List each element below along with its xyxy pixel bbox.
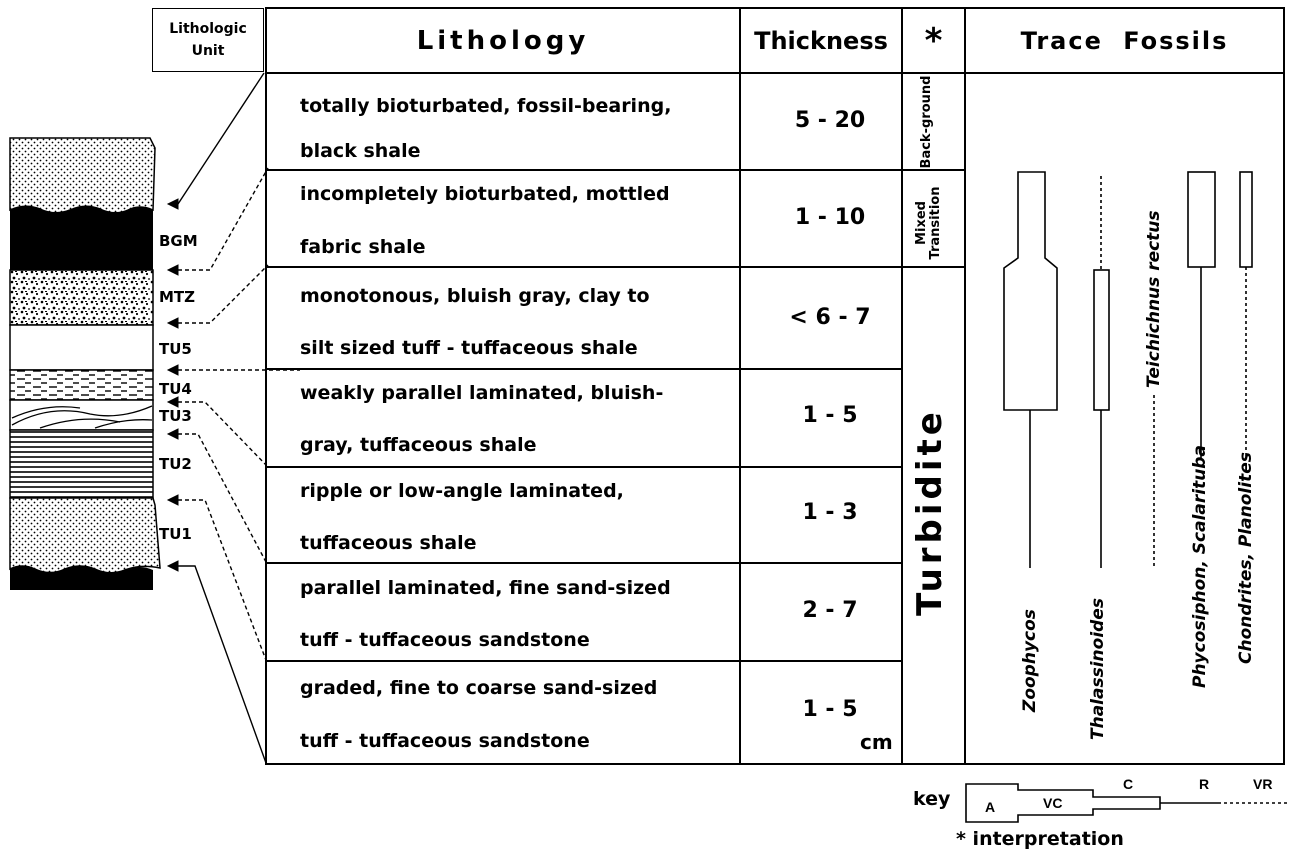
lithology-row-4-line-1: weakly parallel laminated, bluish- (300, 382, 663, 404)
thickness-row-1: 5 - 20 (760, 108, 900, 133)
fossil-name-chondrites: Chondrites, Planolites (1236, 452, 1256, 664)
lithology-row-4-line-2: gray, tuffaceous shale (300, 434, 536, 456)
lithology-row-3-line-2: silt sized tuff - tuffaceous shale (300, 337, 638, 359)
thickness-row-4: 1 - 5 (760, 403, 900, 428)
lithology-row-3-line-1: monotonous, bluish gray, clay to (300, 285, 650, 307)
lithology-row-2-line-1: incompletely bioturbated, mottled (300, 183, 670, 205)
thickness-row-3: < 6 - 7 (760, 305, 900, 330)
key-label-r: R (1199, 776, 1209, 792)
fossil-name-phycosiphon: Phycosiphon, Scalarituba (1190, 445, 1210, 688)
fossil-bar-zoophycos (1004, 172, 1057, 410)
thickness-row-6: 2 - 7 (760, 598, 900, 623)
lithology-row-5-line-1: ripple or low-angle laminated, (300, 480, 624, 502)
fossil-bar-chondrites (1240, 172, 1252, 267)
lithology-row-6-line-2: tuff - tuffaceous sandstone (300, 629, 590, 651)
fossil-bar-phycosiphon (1188, 172, 1215, 267)
fossil-name-teichichnus: Teichichnus rectus (1144, 210, 1164, 388)
header-trace-fossils: Trace Fossils (965, 8, 1284, 73)
key-label: key (913, 788, 950, 810)
fossil-name-thalassinoides: Thalassinoides (1088, 598, 1108, 740)
thickness-unit: cm (860, 730, 893, 754)
fossil-bar-thalassinoides (1094, 270, 1109, 410)
fossil-range-bars (1004, 172, 1252, 568)
lithology-row-7-line-1: graded, fine to coarse sand-sized (300, 677, 657, 699)
key-label-vr: VR (1253, 776, 1272, 792)
lithology-row-1-line-1: totally bioturbated, fossil-bearing, (300, 95, 671, 117)
header-lithology: Lithology (266, 8, 740, 73)
thickness-row-7: 1 - 5 (760, 697, 900, 722)
key-interpretation-note: * interpretation (956, 828, 1124, 850)
interpretation-turbidite: Turbidite (910, 397, 950, 627)
interpretation-background: Back-ground (920, 72, 940, 172)
interpretation-mixed-transition: Mixed Transition (915, 163, 945, 283)
key-label-c: C (1123, 776, 1133, 792)
thickness-row-5: 1 - 3 (760, 500, 900, 525)
key-label-vc: VC (1043, 795, 1062, 811)
lithology-row-7-line-2: tuff - tuffaceous sandstone (300, 730, 590, 752)
key-label-a: A (985, 799, 995, 815)
header-interpretation-symbol: * (902, 8, 965, 73)
thickness-row-2: 1 - 10 (760, 205, 900, 230)
lithology-row-5-line-2: tuffaceous shale (300, 532, 477, 554)
header-thickness: Thickness (740, 8, 902, 73)
lithology-row-1-line-2: black shale (300, 140, 421, 162)
lithology-row-6-line-1: parallel laminated, fine sand-sized (300, 577, 671, 599)
lithology-row-2-line-2: fabric shale (300, 236, 426, 258)
fossil-name-zoophycos: Zoophycos (1020, 609, 1040, 712)
